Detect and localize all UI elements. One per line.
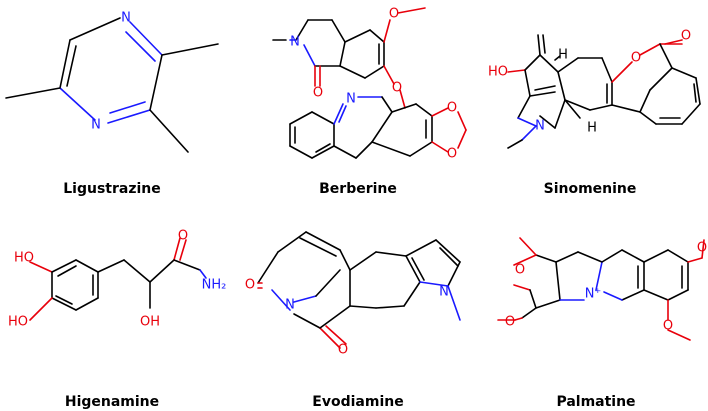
atom-label-o: O bbox=[697, 241, 707, 256]
atom-label-o: O bbox=[447, 147, 457, 162]
sinomenine-bonds bbox=[507, 34, 701, 149]
atom-label-h: H bbox=[558, 48, 568, 63]
caption-palmatine: Palmatine bbox=[556, 394, 636, 410]
atom-label-o: O bbox=[447, 101, 457, 116]
atom-label-o: O bbox=[631, 51, 641, 66]
atom-label-ho: HO bbox=[488, 65, 508, 80]
atom-label-oh: OH bbox=[140, 315, 160, 330]
berberine-top-fragment-bonds bbox=[272, 7, 426, 109]
atom-label-n: N bbox=[91, 118, 101, 133]
atom-label-o: O bbox=[338, 343, 348, 358]
atom-label-nh2: NH₂ bbox=[202, 278, 227, 293]
atom-label-n: N bbox=[535, 119, 545, 134]
atom-label-n: N bbox=[285, 298, 295, 313]
atom-label-n: N bbox=[290, 35, 300, 50]
atom-label-o: O bbox=[178, 229, 188, 244]
evodiamine-bonds bbox=[257, 231, 461, 349]
berberine-bottom-fragment-bonds bbox=[289, 96, 467, 159]
palmatine-bonds bbox=[497, 237, 705, 341]
atom-label-h: H bbox=[587, 121, 597, 136]
higenamine-bonds bbox=[29, 237, 207, 321]
atom-label-ho: HO bbox=[14, 251, 34, 266]
atom-label-ho: HO bbox=[8, 315, 28, 330]
atom-label-n: N bbox=[121, 11, 131, 26]
atom-label-o: O bbox=[389, 7, 399, 22]
atom-label-o: O bbox=[663, 319, 673, 334]
atom-label-o: O bbox=[313, 86, 323, 101]
atom-label-o: O bbox=[392, 81, 402, 96]
atom-label-n: N bbox=[439, 285, 449, 300]
caption-sinomenine: Sinomenine bbox=[543, 181, 637, 197]
atom-label-o: O bbox=[505, 315, 515, 330]
atom-label-o: O bbox=[681, 29, 691, 44]
ligustrazine-bonds bbox=[5, 17, 219, 153]
atom-label-o: O bbox=[245, 278, 255, 293]
caption-berberine: Berberine bbox=[319, 181, 397, 197]
atom-label-o: O bbox=[515, 263, 525, 278]
caption-evodiamine: Evodiamine bbox=[312, 394, 404, 410]
caption-ligustrazine: Ligustrazine bbox=[63, 181, 161, 197]
atom-label-n: N bbox=[346, 92, 356, 107]
caption-higenamine: Higenamine bbox=[64, 394, 160, 410]
atom-label-n-plus: N⁺ bbox=[585, 287, 602, 302]
